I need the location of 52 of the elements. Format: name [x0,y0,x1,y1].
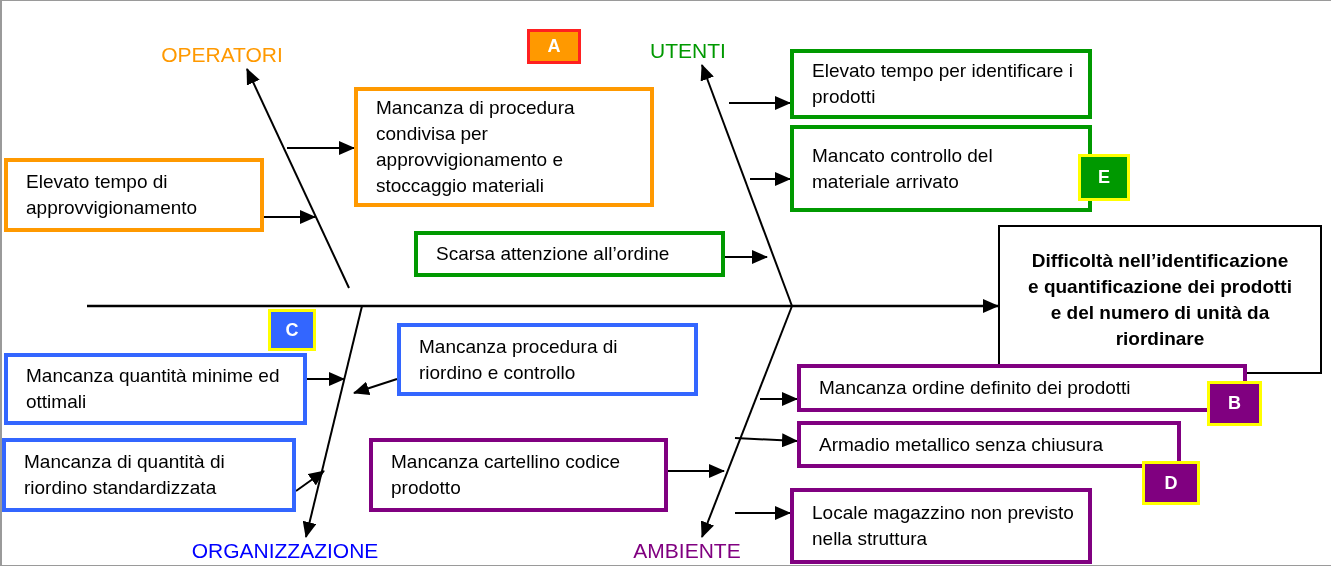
cause-text: Armadio metallico senza chiusura [819,432,1105,457]
arrow [749,172,791,186]
arrow [306,372,345,386]
cause-text: Mancato controllo del materiale arrivato [812,143,994,194]
spine-arrow [87,299,999,313]
category-label: AMBIENTE [620,537,754,565]
cause-text: Mancanza di quantità di riordino standardizzata [24,450,226,500]
cause-box [2,438,296,512]
cause-box [397,323,698,396]
category-label: ORGANIZZAZIONE [172,537,398,565]
cause-box [790,49,1092,119]
cause-text: Elevato tempo di approvvigionamento [26,170,199,220]
cause-box [4,158,264,232]
letter-badge: D [1142,461,1200,505]
category-label: UTENTI [638,37,738,65]
arrow [263,210,316,224]
letter-badge: E [1078,154,1130,201]
arrow [353,378,398,395]
cause-text: Mancanza di procedura condivisa per approvvigionamento e stoccaggio materiali [376,96,576,198]
cause-text: Scarsa attenzione all’ordine [436,242,671,266]
cause-text: Mancanza ordine definito dei prodotti [819,376,1132,400]
cause-box [369,438,668,512]
arrow [286,141,355,155]
cause-box [797,364,1247,412]
arrow [734,433,798,448]
arrow [724,250,768,264]
cause-text: Mancanza procedura di riordino e controllo [419,334,619,385]
bone-arrow [700,64,793,307]
effect-text: Difficoltà nell’identificazione e quantificazione dei prodotti e del numero di unità da riordinare [1027,248,1293,351]
arrow [667,464,725,478]
letter-badge: B [1207,381,1262,426]
effect-box [998,225,1322,374]
cause-box [790,125,1092,212]
cause-text: Elevato tempo per identificare i prodotti [812,59,1074,109]
bone-arrow [246,68,350,289]
arrow [295,470,325,492]
cause-box [797,421,1181,468]
letter-badge: A [527,29,581,64]
arrow [759,392,798,406]
category-label: OPERATORI [142,41,302,69]
bone-arrow [302,305,363,538]
arrow [728,96,791,110]
arrow [734,506,791,520]
bone-arrow [700,305,793,538]
cause-box [414,231,725,277]
letter-badge: C [268,309,316,351]
cause-text: Locale magazzino non previsto nella struttura [812,501,1075,551]
cause-box [354,87,654,207]
cause-box [4,353,307,425]
cause-box [790,488,1092,564]
cause-text: Mancanza cartellino codice prodotto [391,450,622,500]
cause-text: Mancanza quantità minime ed ottimali [26,364,281,414]
